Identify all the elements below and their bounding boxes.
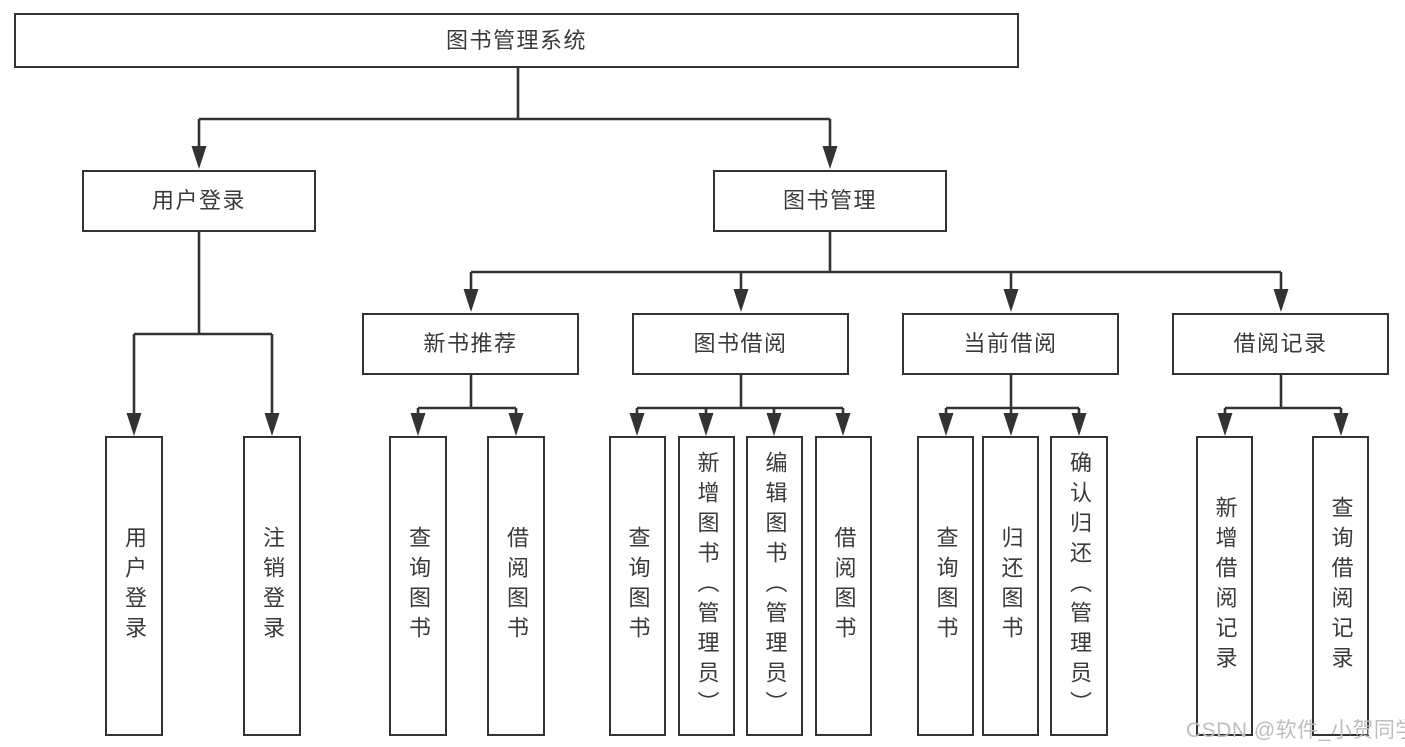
leaf-query-books-current: 查询图书 <box>917 436 974 736</box>
node-label: 图书管理 <box>782 188 877 213</box>
node-label: 查询图书 <box>625 526 651 646</box>
node-label: 用户登录 <box>122 526 147 646</box>
node-label: 查询图书 <box>933 526 959 646</box>
node-root-system: 图书管理系统 <box>14 13 1019 68</box>
leaf-query-borrow-record: 查询借阅记录 <box>1312 436 1369 736</box>
leaf-logout: 注销登录 <box>243 436 301 736</box>
leaf-borrow-books-recommend: 借阅图书 <box>487 436 545 736</box>
node-label: 当前借阅 <box>963 331 1058 356</box>
node-label: 新增图书（管理员） <box>694 451 720 721</box>
node-label: 借阅图书 <box>504 526 529 646</box>
node-label: 查询借阅记录 <box>1328 496 1354 676</box>
connector-line <box>132 68 1343 417</box>
node-label: 借阅记录 <box>1233 331 1328 356</box>
node-label: 新书推荐 <box>423 331 518 356</box>
leaf-add-books-admin: 新增图书（管理员） <box>678 436 735 736</box>
node-label: 借阅图书 <box>831 526 857 646</box>
arrowhead <box>126 146 1349 436</box>
leaf-confirm-return-admin: 确认归还（管理员） <box>1050 436 1108 736</box>
node-current-borrowing: 当前借阅 <box>902 313 1119 375</box>
node-label: 编辑图书（管理员） <box>762 451 788 721</box>
node-borrowing-records: 借阅记录 <box>1172 313 1389 375</box>
node-label: 注销登录 <box>260 526 285 646</box>
node-book-management: 图书管理 <box>713 170 947 232</box>
leaf-query-books-recommend: 查询图书 <box>389 436 447 736</box>
leaf-edit-books-admin: 编辑图书（管理员） <box>746 436 803 736</box>
node-label: 确认归还（管理员） <box>1067 451 1092 721</box>
leaf-add-borrow-record: 新增借阅记录 <box>1196 436 1253 736</box>
node-label: 图书借阅 <box>693 331 788 356</box>
node-new-book-recommendation: 新书推荐 <box>362 313 579 375</box>
node-label: 新增借阅记录 <box>1212 496 1238 676</box>
leaf-query-books-borrow: 查询图书 <box>609 436 666 736</box>
node-user-login: 用户登录 <box>82 170 316 232</box>
csdn-watermark: CSDN @软件_小贺同学 <box>1186 719 1405 742</box>
leaf-user-login: 用户登录 <box>105 436 163 736</box>
node-label: 归还图书 <box>998 526 1024 646</box>
node-label: 图书管理系统 <box>445 27 587 53</box>
node-label: 查询图书 <box>406 526 431 646</box>
leaf-return-books: 归还图书 <box>982 436 1039 736</box>
node-label: 用户登录 <box>151 188 246 213</box>
leaf-borrow-books-borrow: 借阅图书 <box>815 436 872 736</box>
node-book-borrowing: 图书借阅 <box>632 313 849 375</box>
